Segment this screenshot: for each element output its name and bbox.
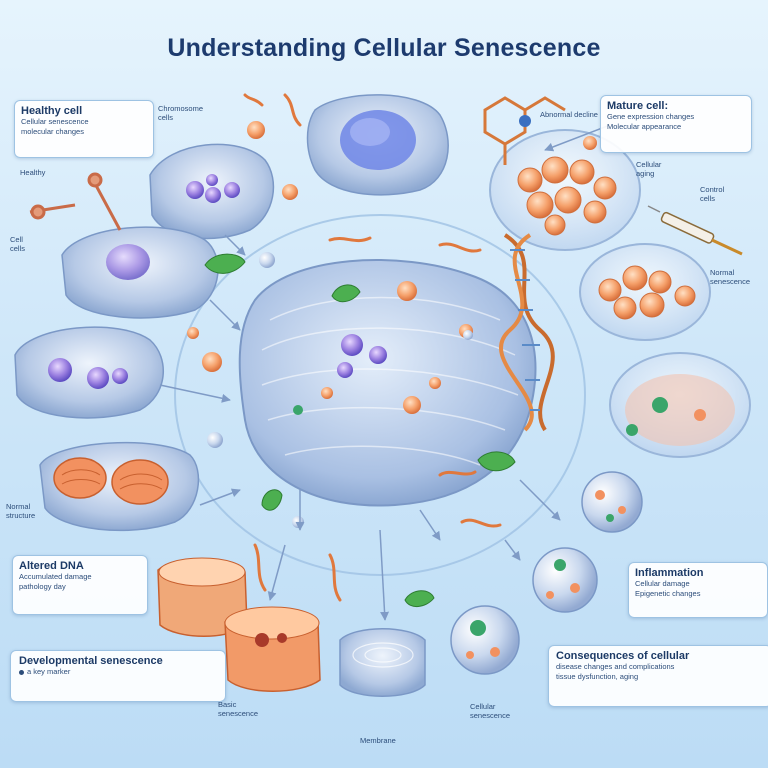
- label-line: aging: [636, 169, 655, 178]
- pipette-tools: [29, 172, 122, 231]
- central-cell: [238, 259, 537, 507]
- label-line: structure: [6, 511, 36, 520]
- callout-heading: Altered DNA: [19, 560, 84, 572]
- label-basic-senescence: Basic senescence: [218, 700, 258, 718]
- label-cellular-aging: Cellular aging: [636, 160, 661, 178]
- callout-heading: Consequences of cellular: [556, 650, 690, 662]
- label-abnormal-decline: Abnormal decline: [540, 110, 598, 119]
- callout-consequences: Consequences of cellular disease changes…: [548, 645, 768, 707]
- label-line: Normal: [6, 502, 31, 511]
- label-membrane: Membrane: [360, 736, 396, 745]
- label-line: cells: [700, 194, 716, 203]
- floating-particles: [187, 93, 597, 602]
- leaves: [204, 253, 516, 607]
- label-line: cells: [10, 244, 26, 253]
- callout-mature-cell: Mature cell: Gene expression changes Mol…: [600, 95, 752, 153]
- tissue-cell-upper: [61, 226, 219, 319]
- senescent-sphere-lower: [532, 547, 598, 613]
- dna-helix: [499, 233, 555, 432]
- label-line: Control: [700, 185, 725, 194]
- label-healthy: Healthy: [20, 168, 45, 177]
- tissue-cell-top: [149, 143, 275, 240]
- label-line: senescence: [218, 709, 259, 718]
- petri-dish-bottom: [609, 352, 751, 458]
- senescent-sphere-upper: [581, 471, 643, 533]
- tissue-block-right: [339, 628, 426, 697]
- label-chromosome: Chromosome cells: [158, 104, 203, 122]
- label-control-cells: Control cells: [700, 185, 724, 203]
- syringe: [647, 205, 743, 256]
- molecule-structure: [483, 96, 566, 165]
- callout-line: tissue dysfunction, aging: [556, 672, 639, 681]
- label-line: Cell: [10, 235, 23, 244]
- callout-line: Gene expression changes: [607, 112, 695, 121]
- callout-line: Molecular appearance: [607, 122, 682, 131]
- callout-heading: Mature cell:: [607, 100, 669, 112]
- label-line: Normal: [710, 268, 735, 277]
- callout-inflammation: Inflammation Cellular damage Epigenetic …: [628, 562, 768, 618]
- callout-heading: Inflammation: [635, 567, 704, 579]
- tissue-cell-mitochondria: [39, 441, 200, 532]
- bullet-icon: [19, 669, 24, 675]
- callout-altered-dna: Altered DNA Accumulated damage pathology…: [12, 555, 148, 615]
- callout-healthy-cell: Healthy cell Cellular senescence molecul…: [14, 100, 154, 158]
- orbit-ring: [174, 214, 586, 576]
- callout-heading: Developmental senescence: [19, 655, 163, 667]
- petri-dish-middle: [579, 243, 711, 341]
- senescent-sphere-bottom: [450, 605, 520, 675]
- label-line: Chromosome: [158, 104, 204, 113]
- label-normal-senescence: Normal senescence: [710, 268, 750, 286]
- callout-line-text: a key marker: [27, 667, 71, 676]
- label-line: Cellular: [470, 702, 496, 711]
- label-line: Cellular: [636, 160, 662, 169]
- callout-line: Cellular senescence: [21, 117, 89, 126]
- label-cellular-senescence: Cellular senescence: [470, 702, 510, 720]
- label-line: Healthy: [20, 168, 46, 177]
- label-normal-structure: Normal structure: [6, 502, 35, 520]
- label-line: senescence: [710, 277, 751, 286]
- tissue-block-left: [157, 557, 248, 637]
- nucleus-cell-top: [306, 94, 449, 196]
- label-cell: Cell cells: [10, 235, 25, 253]
- petri-dish-top: [489, 129, 641, 251]
- page-title: Understanding Cellular Senescence: [167, 34, 601, 62]
- callout-line: Accumulated damage: [19, 572, 92, 581]
- callout-line: a key marker: [19, 667, 217, 677]
- label-line: Basic: [218, 700, 237, 709]
- label-line: senescence: [470, 711, 511, 720]
- callout-developmental-senescence: Developmental senescence a key marker: [10, 650, 226, 702]
- callout-line: disease changes and complications: [556, 662, 675, 671]
- callout-line: pathology day: [19, 582, 66, 591]
- tissue-block-center: [224, 606, 321, 692]
- tissue-cell-middle: [14, 326, 164, 419]
- callout-line: molecular changes: [21, 127, 84, 136]
- callout-line: Cellular damage: [635, 579, 690, 588]
- label-line: cells: [158, 113, 174, 122]
- label-line: Membrane: [360, 736, 396, 745]
- label-line: Abnormal decline: [540, 110, 598, 119]
- callout-line: Epigenetic changes: [635, 589, 701, 598]
- callout-heading: Healthy cell: [21, 105, 83, 117]
